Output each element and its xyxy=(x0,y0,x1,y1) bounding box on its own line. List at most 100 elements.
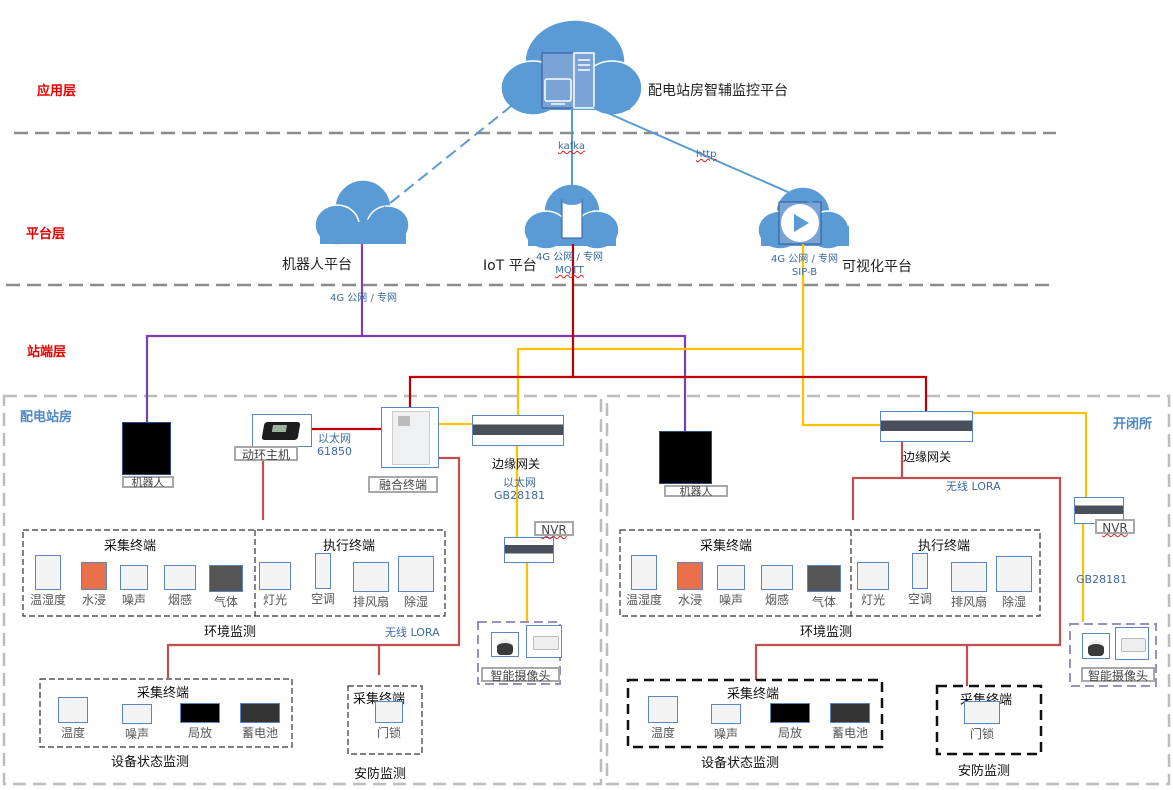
robot-platform-label: 机器人平台 xyxy=(282,257,352,273)
right-equip-box xyxy=(626,678,884,749)
wire-iot-red-right xyxy=(573,375,928,412)
eth1-proto-text: 61850 xyxy=(317,445,352,458)
left-actuator-fan[interactable]: 排风扇 xyxy=(351,562,391,610)
right-exec-title: 执行终端 xyxy=(918,539,971,554)
layer-label-app: 应用层 xyxy=(37,84,77,99)
right-actuator-dehumidifier[interactable]: 除湿 xyxy=(994,556,1034,610)
eth2-proto-text: GB28181 xyxy=(494,489,546,502)
left-actuator-light[interactable]: 灯光 xyxy=(255,562,295,608)
left-equip-noise[interactable]: 噪声 xyxy=(117,704,157,742)
right-sensor-water[interactable]: 水浸 xyxy=(670,562,710,608)
link-http xyxy=(593,106,814,204)
zone-right-border xyxy=(605,394,1171,786)
vis-proto-text: SIP-B xyxy=(791,267,818,278)
right-actuator-light[interactable]: 灯光 xyxy=(853,562,893,608)
right-dome-camera[interactable] xyxy=(1082,633,1110,659)
eth2-text: 以太网 xyxy=(503,476,537,489)
left-collect-title: 采集终端 xyxy=(104,539,157,554)
left-robot-device[interactable] xyxy=(122,422,171,475)
left-dome-camera[interactable] xyxy=(491,632,519,657)
left-zone-title: 配电站房 xyxy=(20,410,73,425)
server-computer-icon xyxy=(541,52,595,109)
right-bullet-camera[interactable] xyxy=(1115,627,1149,660)
right-camera-caption: 智能摄像头 xyxy=(1081,667,1155,683)
right-sensor-temp-humidity[interactable]: 温湿度 xyxy=(624,555,664,608)
left-actuator-dehumidifier[interactable]: 除湿 xyxy=(396,556,436,610)
right-gb-label: GB28181 xyxy=(1076,573,1128,586)
wire-robot-purple-right xyxy=(362,334,687,432)
wire-iot-red xyxy=(408,244,575,408)
iot-net-label: 4G 公网 / 专网 MQTT xyxy=(536,251,603,277)
left-equip-temp[interactable]: 温度 xyxy=(53,697,93,741)
env-host-icon xyxy=(261,422,301,440)
right-equip-battery[interactable]: 蓄电池 xyxy=(825,703,875,741)
left-security-lock[interactable]: 门锁 xyxy=(371,701,407,741)
left-gateway-label: 边缘网关 xyxy=(492,457,541,471)
kafka-label: kafka xyxy=(558,141,586,152)
right-robot-caption: 机器人 xyxy=(664,485,728,497)
right-security-label: 安防监测 xyxy=(958,764,1011,779)
bullet-camera-icon xyxy=(533,636,559,650)
wire-right-gw-nvr xyxy=(940,411,1088,498)
right-sensor-noise[interactable]: 噪声 xyxy=(711,565,751,608)
vis-net-text: 4G 公网 / 专网 xyxy=(771,254,839,265)
link-top-robot xyxy=(363,82,541,225)
database-icon xyxy=(561,197,583,239)
right-security-lock[interactable]: 门锁 xyxy=(962,701,1002,742)
left-sensor-smoke[interactable]: 烟感 xyxy=(160,565,200,608)
left-env-box xyxy=(22,529,446,617)
right-robot-device[interactable] xyxy=(659,431,712,484)
right-actuator-ac[interactable]: 空调 xyxy=(900,553,940,607)
wire-vis-yellow-right xyxy=(801,349,882,427)
cloud-robot xyxy=(314,179,410,246)
left-sensor-temp-humidity[interactable]: 温湿度 xyxy=(28,555,68,608)
env-host-device[interactable] xyxy=(252,414,312,447)
right-actuator-fan[interactable]: 排风扇 xyxy=(949,562,989,610)
left-edge-gateway-device[interactable] xyxy=(472,415,564,446)
layer-label-station: 站端层 xyxy=(27,345,67,360)
right-sensor-gas[interactable]: 气体 xyxy=(804,565,844,610)
right-env-label: 环境监测 xyxy=(800,625,853,640)
env-host-caption: 动环主机 xyxy=(234,446,298,462)
right-equip-label: 设备状态监测 xyxy=(701,756,780,771)
fusion-terminal-device[interactable] xyxy=(381,407,439,468)
eth2-label: 以太网 GB28181 xyxy=(494,476,545,502)
right-camera-box xyxy=(1069,623,1157,687)
left-equip-battery[interactable]: 蓄电池 xyxy=(235,703,285,741)
video-play-icon xyxy=(778,201,822,245)
left-nvr-caption: NVR xyxy=(534,521,574,537)
fusion-terminal-caption: 融合终端 xyxy=(368,476,438,493)
left-nvr-device[interactable] xyxy=(504,537,554,563)
right-equip-noise[interactable]: 噪声 xyxy=(706,704,746,742)
left-security-box xyxy=(347,685,423,755)
layer-label-platform: 平台层 xyxy=(26,227,66,242)
bullet-camera-icon xyxy=(1121,638,1146,652)
left-sensor-noise[interactable]: 噪声 xyxy=(114,565,154,608)
left-exec-title: 执行终端 xyxy=(323,539,376,554)
right-equip-title: 采集终端 xyxy=(727,687,780,702)
left-sensor-gas[interactable]: 气体 xyxy=(206,565,246,610)
left-equip-label: 设备状态监测 xyxy=(111,755,190,770)
wire-right-lora-loop xyxy=(754,476,1062,680)
top-platform-label: 配电站房智辅监控平台 xyxy=(648,83,788,99)
left-bullet-camera[interactable] xyxy=(526,625,562,658)
http-label: http xyxy=(696,149,717,160)
left-camera-caption: 智能摄像头 xyxy=(481,667,560,683)
right-sensor-smoke[interactable]: 烟感 xyxy=(757,565,797,608)
zone-left-border xyxy=(2,394,603,786)
right-edge-gateway-device[interactable] xyxy=(880,411,973,442)
left-equip-title: 采集终端 xyxy=(137,686,190,701)
right-equip-temp[interactable]: 温度 xyxy=(643,696,683,741)
left-equip-pd[interactable]: 局放 xyxy=(176,703,224,741)
wire-fusion-lora xyxy=(166,456,461,678)
left-actuator-ac[interactable]: 空调 xyxy=(303,553,343,607)
iot-net-text: 4G 公网 / 专网 xyxy=(536,252,604,263)
iot-platform-label: IoT 平台 xyxy=(483,258,537,274)
left-lora-label: 无线 LORA xyxy=(385,626,440,639)
right-security-box xyxy=(935,684,1043,756)
left-sensor-water[interactable]: 水浸 xyxy=(74,562,114,608)
right-equip-pd[interactable]: 局放 xyxy=(766,703,814,741)
dome-camera-icon xyxy=(1088,640,1104,656)
wire-robot-purple xyxy=(145,244,364,422)
vis-platform-label: 可视化平台 xyxy=(842,259,912,275)
